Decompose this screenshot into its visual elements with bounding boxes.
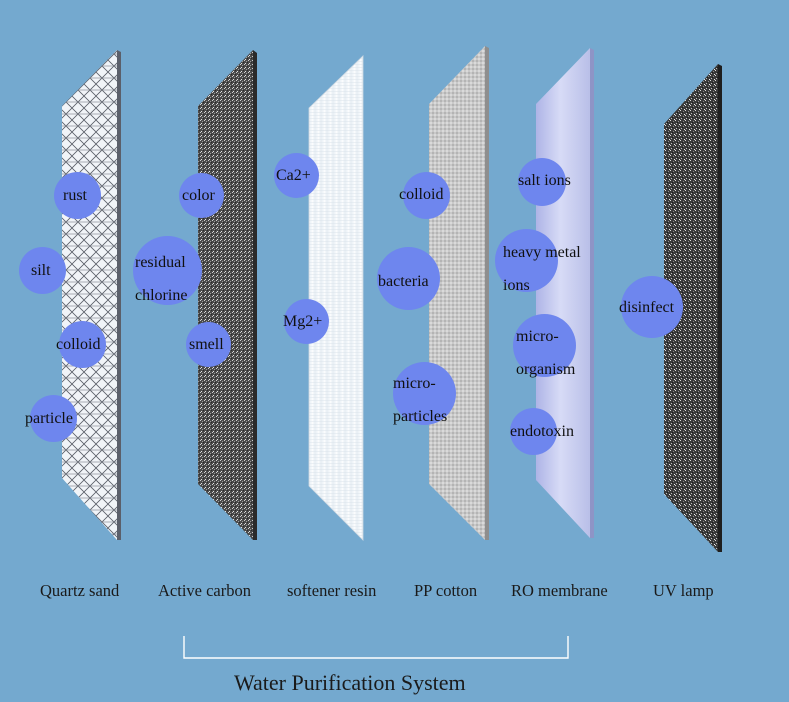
bubble-endotoxin xyxy=(510,408,557,455)
label-salt-ions: salt ions xyxy=(518,172,571,189)
bubble-rust xyxy=(54,172,101,219)
caption-uv-lamp: UV lamp xyxy=(653,581,714,600)
label-bacteria: bacteria xyxy=(378,273,429,290)
caption-ro-membrane: RO membrane xyxy=(511,581,608,600)
pp-cotton-panel xyxy=(429,46,485,540)
caption-active-carbon: Active carbon xyxy=(158,581,251,600)
bubble-mg2 xyxy=(284,299,329,344)
label-smell: smell xyxy=(189,336,224,353)
label-heavy-metal-ions-text: heavy metal ions xyxy=(503,244,581,294)
bubble-smell xyxy=(186,322,231,367)
bubble-silt xyxy=(19,247,66,294)
label-colloid-quartz: colloid xyxy=(56,336,101,353)
label-colloid-pp: colloid xyxy=(399,186,444,203)
label-micro-particles: micro-particles xyxy=(393,367,463,433)
quartz-sand-panel xyxy=(62,50,117,540)
bubble-ca2 xyxy=(274,153,319,198)
label-residual-chlorine: residual chlorine xyxy=(135,246,205,312)
bubble-disinfect xyxy=(621,276,683,338)
label-micro-organism-text: micro-organism xyxy=(516,328,576,378)
caption-quartz-sand: Quartz sand xyxy=(40,581,120,600)
label-rust: rust xyxy=(63,187,87,204)
bubble-heavy-metal-ions xyxy=(495,229,558,292)
label-particle: particle xyxy=(25,410,73,427)
bubble-micro-particles xyxy=(393,362,456,425)
quartz-sand-edge xyxy=(117,50,121,540)
label-heavy-metal-ions: heavy metal ions xyxy=(503,236,589,302)
label-color: color xyxy=(182,187,215,204)
caption-pp-cotton: PP cotton xyxy=(414,581,478,600)
bubble-colloid-pp xyxy=(403,172,450,219)
uv-lamp-panel xyxy=(664,64,718,552)
label-ca2: Ca2+ xyxy=(276,167,311,184)
bubble-colloid-quartz xyxy=(59,321,106,368)
active-carbon-edge xyxy=(253,50,257,540)
label-disinfect: disinfect xyxy=(619,299,675,316)
diagram-title: Water Purification System xyxy=(234,670,466,695)
bubble-micro-organism xyxy=(513,314,576,377)
bubble-bacteria xyxy=(377,247,440,310)
pp-cotton-edge xyxy=(485,46,489,540)
label-micro-organism: micro-organism xyxy=(516,320,588,386)
bubble-color xyxy=(179,173,224,218)
system-bracket xyxy=(183,636,569,659)
softener-resin-panel xyxy=(308,55,364,541)
uv-lamp-edge xyxy=(718,64,722,552)
label-mg2: Mg2+ xyxy=(283,313,323,330)
label-silt: silt xyxy=(31,262,51,279)
label-endotoxin: endotoxin xyxy=(510,423,574,440)
caption-softener-resin: softener resin xyxy=(287,581,377,600)
label-residual-chlorine-text: residual chlorine xyxy=(135,254,188,304)
bubble-salt-ions xyxy=(518,158,566,206)
bubble-particle xyxy=(30,395,77,442)
ro-membrane-edge xyxy=(590,48,594,538)
active-carbon-panel xyxy=(198,50,253,540)
label-micro-particles-text: micro-particles xyxy=(393,375,448,425)
bubble-residual-chlorine xyxy=(133,236,202,305)
